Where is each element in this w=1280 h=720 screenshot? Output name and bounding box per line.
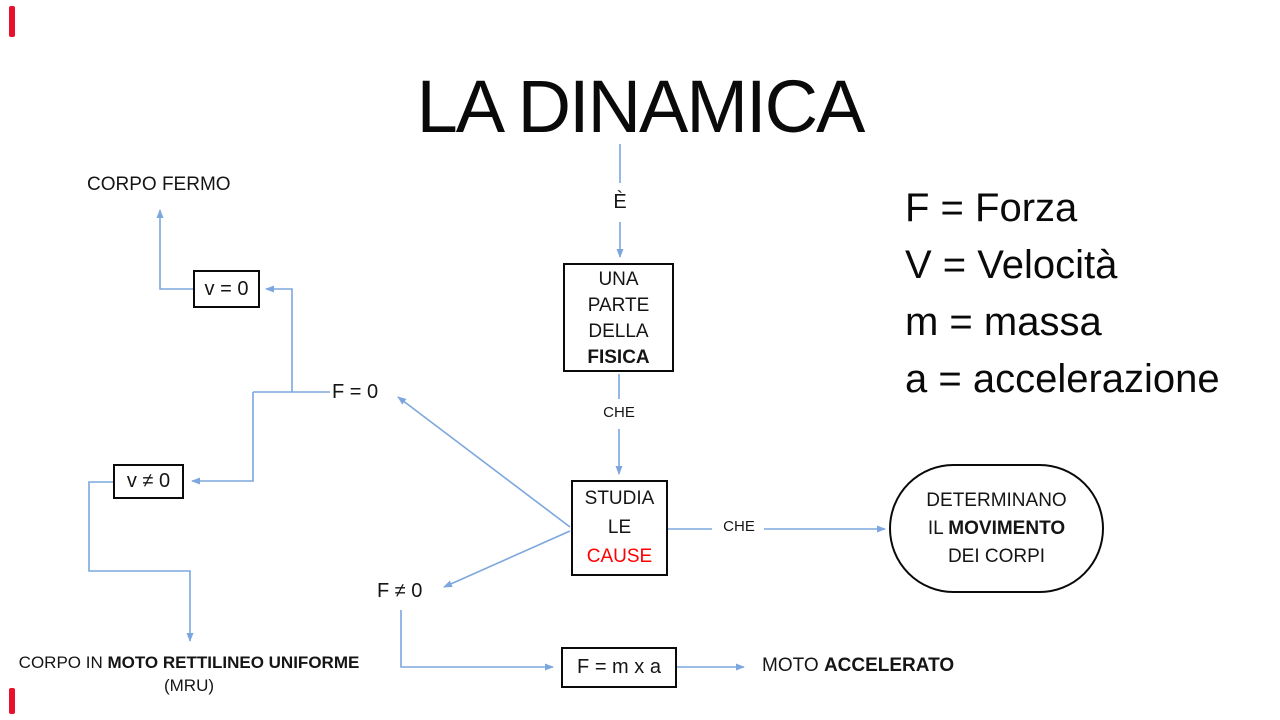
legend-item-forza: F = Forza <box>905 186 1078 230</box>
node-text-line: IL MOVIMENTO <box>891 515 1102 543</box>
label-text-bold: ACCELERATO <box>823 655 955 676</box>
connector-label-e: È <box>603 191 637 214</box>
node-v-not-equal-0: v ≠ 0 <box>113 464 184 499</box>
arrow-f0-to-vneq0 <box>191 392 254 485</box>
label-corpo-in-moto: CORPO IN MOTO RETTILINEO UNIFORME (MRU) <box>0 651 378 697</box>
label-mru: (MRU) <box>163 676 215 695</box>
red-mark-bottom <box>9 688 15 714</box>
label-corpo-fermo: CORPO FERMO <box>87 174 231 196</box>
node-text: v = 0 <box>204 277 249 300</box>
legend-item-velocita: V = Velocità <box>905 243 1118 287</box>
node-text-line: DETERMINANO <box>926 490 1067 511</box>
label-line: CORPO IN MOTO RETTILINEO UNIFORME <box>0 651 378 674</box>
connector-label-che-right: CHE <box>718 518 760 535</box>
node-text-line: DEI CORPI <box>947 546 1046 567</box>
label-text: MOTO <box>762 655 824 676</box>
legend-item-accelerazione: a = accelerazione <box>905 357 1220 401</box>
label-moto-accelerato: MOTO ACCELERATO <box>762 655 955 677</box>
page-title: LA DINAMICA <box>416 65 866 148</box>
node-text: IL <box>927 518 949 539</box>
node-f-equals-mxa: F = m x a <box>561 647 677 688</box>
node-una-parte-della-fisica: UNA PARTE DELLA FISICA <box>563 263 674 372</box>
arrow-studia-to-fneq0 <box>443 530 571 588</box>
node-text-line-bold: FISICA <box>587 347 650 368</box>
legend: F = Forza V = Velocità m = massa a = acc… <box>905 180 1220 408</box>
node-text-bold: MOVIMENTO <box>948 518 1066 539</box>
node-studia-le-cause: STUDIA LE CAUSE <box>571 480 668 576</box>
node-text: v ≠ 0 <box>126 470 171 492</box>
red-mark-top <box>9 6 15 37</box>
node-text-line: UNA <box>598 269 639 290</box>
label-f-not-equal-0: F ≠ 0 <box>377 580 423 603</box>
arrow-v0-to-corpofermo <box>156 209 193 290</box>
arrow-vneq0-to-corpomoto <box>88 481 194 642</box>
node-text-line: DELLA <box>588 321 649 342</box>
arrow-f0-to-v0 <box>265 285 293 392</box>
label-text: CORPO IN <box>18 653 108 672</box>
arrow-studia-to-f0 <box>397 396 571 528</box>
node-text-line: PARTE <box>587 295 650 316</box>
node-determinano-movimento: DETERMINANO IL MOVIMENTO DEI CORPI <box>889 464 1104 593</box>
node-v-equals-0: v = 0 <box>193 270 260 308</box>
node-text-line: LE <box>607 517 632 538</box>
label-text-bold: MOTO RETTILINEO UNIFORME <box>107 653 360 672</box>
node-text-line: STUDIA <box>584 488 655 509</box>
label-f-equals-0: F = 0 <box>332 381 379 404</box>
arrow-fneq0-to-fmxa <box>400 610 554 671</box>
node-text: F = m x a <box>577 656 661 678</box>
connector-label-che-top: CHE <box>598 404 640 421</box>
node-text-line-red: CAUSE <box>586 546 653 567</box>
legend-item-massa: m = massa <box>905 300 1102 344</box>
